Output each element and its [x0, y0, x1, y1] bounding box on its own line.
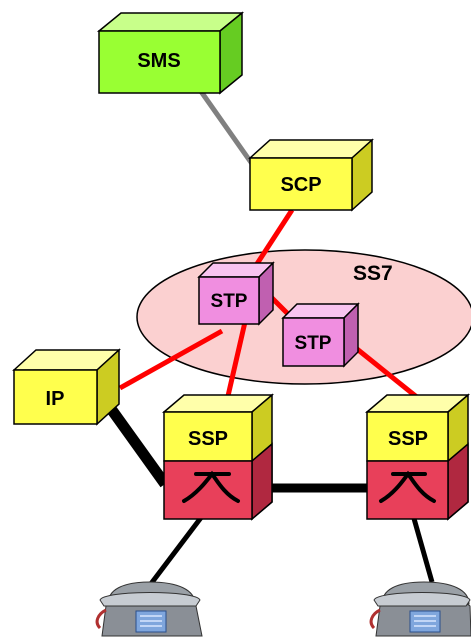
ip-label: IP [46, 388, 65, 410]
ssp-left-label: SSP [188, 428, 228, 450]
ss7-label: SS7 [353, 262, 393, 285]
stp-right-node: STP [281, 302, 360, 368]
telephone-icon [95, 581, 203, 637]
sms-node: SMS [96, 11, 245, 95]
ssp-right-label: SSP [388, 428, 428, 450]
switch-cross-icon [379, 470, 436, 503]
scp-label: SCP [280, 174, 321, 196]
ssp-right-node: SSP [364, 393, 471, 521]
telephone-icon [369, 581, 471, 637]
scp-node: SCP [248, 138, 374, 212]
stp-ssp-left-link [225, 321, 248, 397]
right-phone-line [410, 514, 435, 583]
stp-ssp-right-link [350, 343, 420, 400]
stp-left-label: STP [211, 291, 248, 312]
stp-right-label: STP [295, 333, 332, 354]
ip-node: IP [12, 348, 121, 426]
stp-left-node: STP [197, 261, 275, 326]
ssp-left-node: SSP [161, 393, 275, 521]
scp-stp-link [250, 208, 295, 272]
left-phone-line [148, 513, 205, 587]
switch-cross-icon [182, 470, 240, 503]
stp-ip-link [118, 328, 224, 391]
ip-switch-trunk [99, 395, 170, 488]
sms-label: SMS [137, 50, 180, 72]
